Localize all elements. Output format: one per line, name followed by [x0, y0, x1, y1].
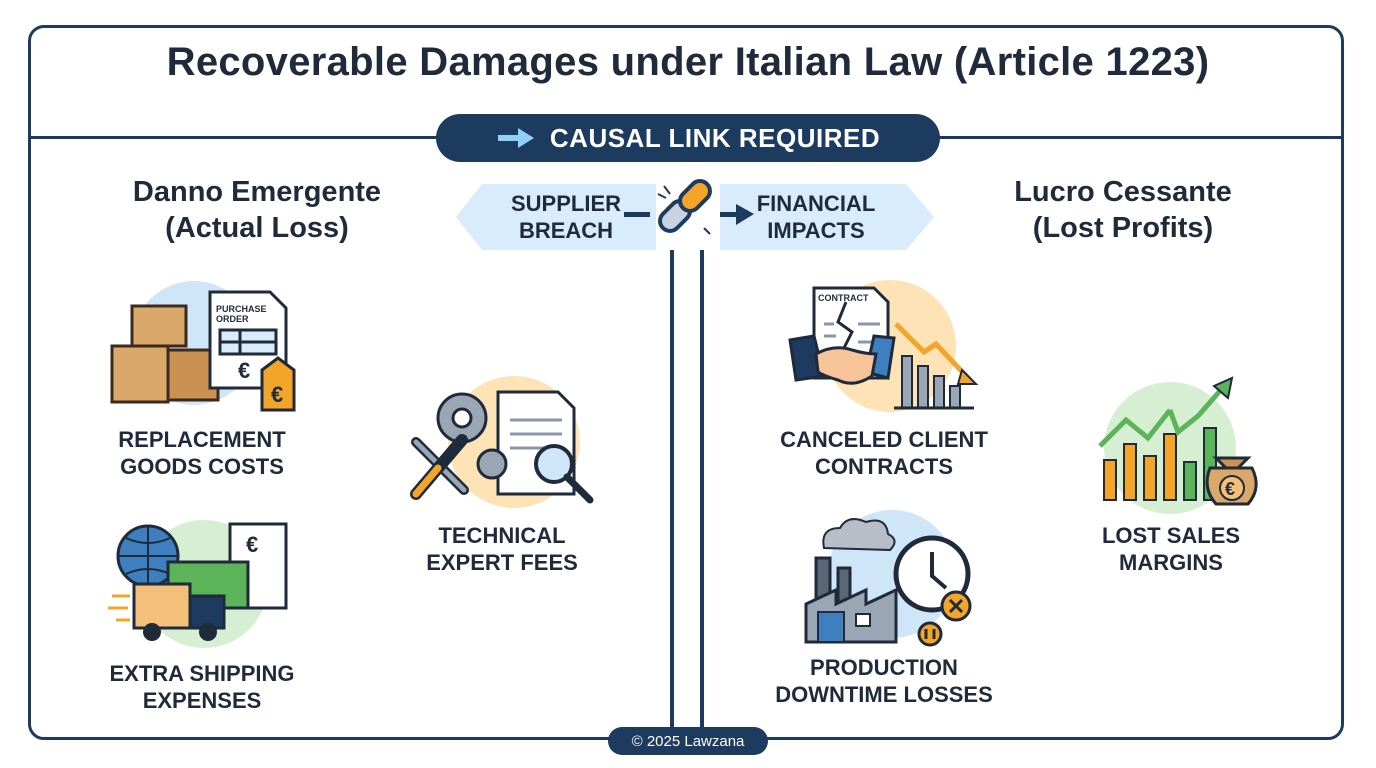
item-extra-shipping: EXTRA SHIPPING EXPENSES — [84, 660, 320, 714]
flow-left-label: SUPPLIER BREACH — [510, 191, 622, 243]
euro-symbol: € — [238, 358, 250, 383]
left-column-title: Danno Emergente (Actual Loss) — [92, 174, 422, 246]
copyright-badge: © 2025 Lawzana — [608, 727, 768, 755]
causal-link-label: CAUSAL LINK REQUIRED — [549, 122, 881, 153]
flow-right-label: FINANCIAL IMPACTS — [756, 191, 876, 243]
truck-globe-invoice-icon: € — [108, 520, 288, 648]
broken-chain-icon — [624, 179, 754, 235]
right-column-title-text: Lucro Cessante (Lost Profits) — [1014, 176, 1232, 244]
purchase-order-text: PURCHASE — [216, 304, 267, 314]
center-divider-right — [700, 250, 704, 740]
arrow-right-icon — [497, 128, 534, 148]
euro-bag-symbol: € — [1225, 479, 1235, 499]
item-label: TECHNICAL EXPERT FEES — [426, 523, 578, 575]
causal-link-banner: CAUSAL LINK REQUIRED — [436, 114, 940, 162]
item-label: EXTRA SHIPPING EXPENSES — [109, 661, 295, 713]
factory-clock-icon — [804, 510, 972, 647]
page-title: Recoverable Damages under Italian Law (A… — [166, 40, 1210, 84]
svg-text:ORDER: ORDER — [216, 314, 249, 324]
item-lost-sales: LOST SALES MARGINS — [1066, 522, 1276, 576]
flow-financial-impacts: FINANCIAL IMPACTS — [720, 184, 934, 250]
left-column-title-text: Danno Emergente (Actual Loss) — [132, 176, 382, 244]
euro-invoice-symbol: € — [246, 532, 258, 557]
chart-money-bag-icon: € — [1098, 376, 1258, 514]
center-divider-left — [670, 250, 674, 740]
item-production-downtime: PRODUCTION DOWNTIME LOSSES — [760, 654, 1008, 708]
euro-tag-symbol: € — [271, 382, 283, 407]
item-label: LOST SALES MARGINS — [1101, 523, 1241, 575]
boxes-purchase-order-icon: PURCHASE ORDER € € — [110, 281, 296, 412]
broken-contract-handshake-icon: CONTRACT — [788, 280, 979, 412]
item-label: CANCELED CLIENT CONTRACTS — [780, 427, 988, 479]
item-canceled-contracts: CANCELED CLIENT CONTRACTS — [762, 426, 1006, 480]
right-column-title: Lucro Cessante (Lost Profits) — [960, 174, 1286, 246]
gears-tools-magnifier-icon — [410, 376, 594, 508]
contract-text: CONTRACT — [818, 293, 869, 303]
item-technical-expert: TECHNICAL EXPERT FEES — [392, 522, 612, 576]
item-replacement-goods: REPLACEMENT GOODS COSTS — [92, 426, 312, 480]
item-label: REPLACEMENT GOODS COSTS — [118, 427, 286, 479]
item-label: PRODUCTION DOWNTIME LOSSES — [775, 655, 993, 707]
copyright-text: © 2025 Lawzana — [631, 732, 745, 750]
flow-supplier-breach: SUPPLIER BREACH — [456, 184, 656, 250]
